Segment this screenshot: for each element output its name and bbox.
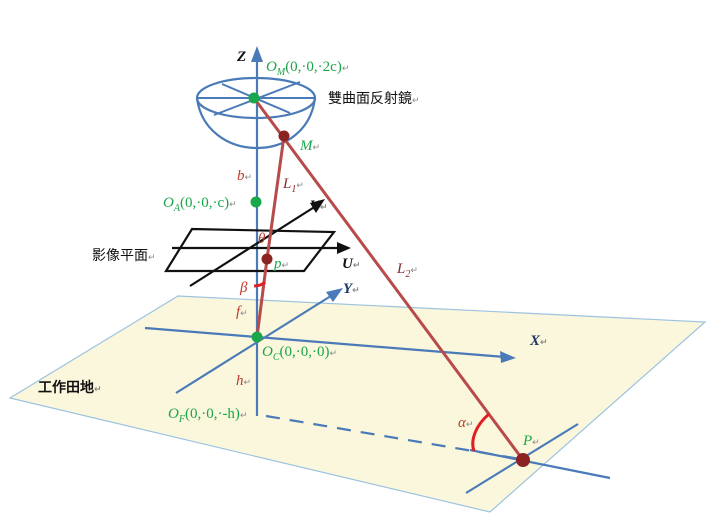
alpha-arc xyxy=(471,412,490,452)
z-axis-label: Z xyxy=(236,49,246,65)
u-axis-arrow xyxy=(337,242,351,254)
om-label: OM(0,·0,·2c)↵ xyxy=(266,59,349,78)
image-plane xyxy=(164,227,337,273)
x-axis-label: X↵ xyxy=(529,333,548,349)
point-M xyxy=(278,130,290,142)
b-label: b↵ xyxy=(237,168,252,184)
x-axis-arrow xyxy=(500,351,516,363)
point-m-label: M↵ xyxy=(299,138,320,154)
l2-label: L2↵ xyxy=(396,261,418,280)
u-axis-label: U↵ xyxy=(342,256,360,272)
v-axis-arrow xyxy=(310,199,325,213)
oc-label: OC(0,·0,·0)↵ xyxy=(262,344,337,363)
dashed-of-to-p xyxy=(265,414,521,461)
ground-plane xyxy=(8,295,707,513)
z-axis-arrow xyxy=(251,46,263,62)
theta-label: θ xyxy=(258,231,266,247)
y-axis-arrow xyxy=(326,288,343,302)
image-plane-label: 影像平面↵ xyxy=(92,248,156,264)
alpha-label: α↵ xyxy=(458,415,473,431)
v-axis-label: V↵ xyxy=(310,198,328,214)
f-label: f↵ xyxy=(236,304,248,320)
y-axis-label: Y↵ xyxy=(343,281,360,297)
point-om xyxy=(248,92,260,104)
point-p-label: p↵ xyxy=(273,256,289,272)
ray-p-to-oc xyxy=(255,258,269,338)
point-oa xyxy=(250,196,262,208)
x-axis xyxy=(144,326,506,359)
beta-arc xyxy=(253,280,267,288)
h-label: h↵ xyxy=(236,373,251,389)
ray-om-to-P xyxy=(252,97,525,461)
ray-M-to-p xyxy=(265,135,286,260)
work-field-label: 工作田地↵ xyxy=(38,379,102,396)
point-p-image xyxy=(261,253,273,265)
mirror-label: 雙曲面反射鏡↵ xyxy=(328,91,420,107)
image-plane-v-axis xyxy=(189,205,317,287)
point-oc xyxy=(251,331,263,343)
l1-label: L1↵ xyxy=(282,176,304,195)
ground-line-p-2 xyxy=(469,448,611,480)
point-big-p-label: P↵ xyxy=(522,433,540,449)
beta-label: β xyxy=(239,280,248,296)
y-axis xyxy=(175,293,335,394)
of-label: OF(0,·0,·-h)↵ xyxy=(168,406,247,425)
oa-label: OA(0,·0,·c)↵ xyxy=(163,195,237,214)
point-P-ground xyxy=(516,453,530,467)
